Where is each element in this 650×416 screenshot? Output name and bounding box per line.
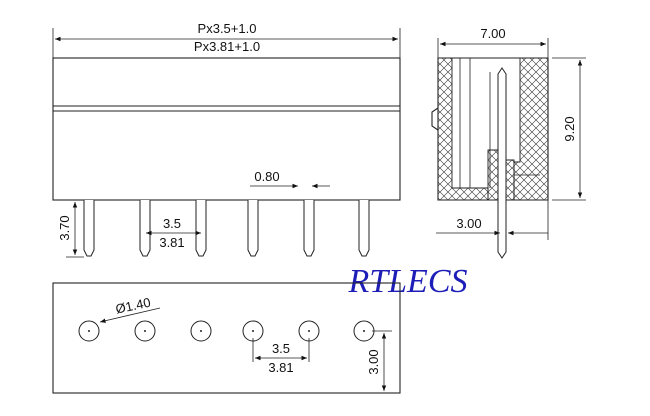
side-housing-left-wall	[437, 57, 489, 201]
brand-logo-text: RTLECS	[347, 263, 467, 300]
front-pin	[195, 200, 207, 257]
pin-hole-center	[252, 330, 254, 332]
pin-hole-center	[144, 330, 146, 332]
width-label-1: Px3.5+1.0	[198, 21, 257, 36]
bottom-pitch-label-1: 3.5	[272, 341, 290, 356]
pin-length-label: 3.70	[57, 215, 72, 240]
front-pin	[303, 200, 315, 257]
pin-hole-center	[88, 330, 90, 332]
pin-hole-center	[200, 330, 202, 332]
front-pin	[139, 200, 151, 257]
hole-diameter-leader	[99, 307, 161, 323]
front-pin	[247, 200, 259, 257]
side-latch	[431, 107, 439, 131]
width-label-2: Px3.81+1.0	[194, 39, 260, 54]
side-pin	[497, 67, 507, 259]
side-view: 7.00 9.20 3.00	[431, 26, 586, 259]
front-housing	[52, 57, 401, 201]
pin-hole-center	[363, 330, 365, 332]
bottom-housing	[52, 282, 401, 394]
hole-diameter-label: Ø1.40	[114, 295, 152, 317]
pin-width-label: 0.80	[254, 169, 279, 184]
side-height-label: 9.20	[562, 116, 577, 141]
front-pitch-label-2: 3.81	[159, 235, 184, 250]
bottom-holes	[78, 320, 375, 342]
front-pin	[358, 200, 370, 257]
bottom-pitch-label-2: 3.81	[268, 360, 293, 375]
side-offset-label: 3.00	[456, 216, 481, 231]
side-housing-right-wall	[513, 57, 549, 201]
front-pins	[83, 200, 370, 257]
pin-hole-center	[308, 330, 310, 332]
front-view: Px3.5+1.0 Px3.81+1.0 3.70 0.80 3.5 3.81	[52, 21, 401, 258]
bottom-view: Ø1.40 3.5 3.81 3.00	[52, 282, 401, 394]
row-offset-label: 3.00	[366, 349, 381, 374]
side-width-label: 7.00	[480, 26, 505, 41]
front-pitch-label-1: 3.5	[163, 216, 181, 231]
front-pin	[83, 200, 95, 257]
